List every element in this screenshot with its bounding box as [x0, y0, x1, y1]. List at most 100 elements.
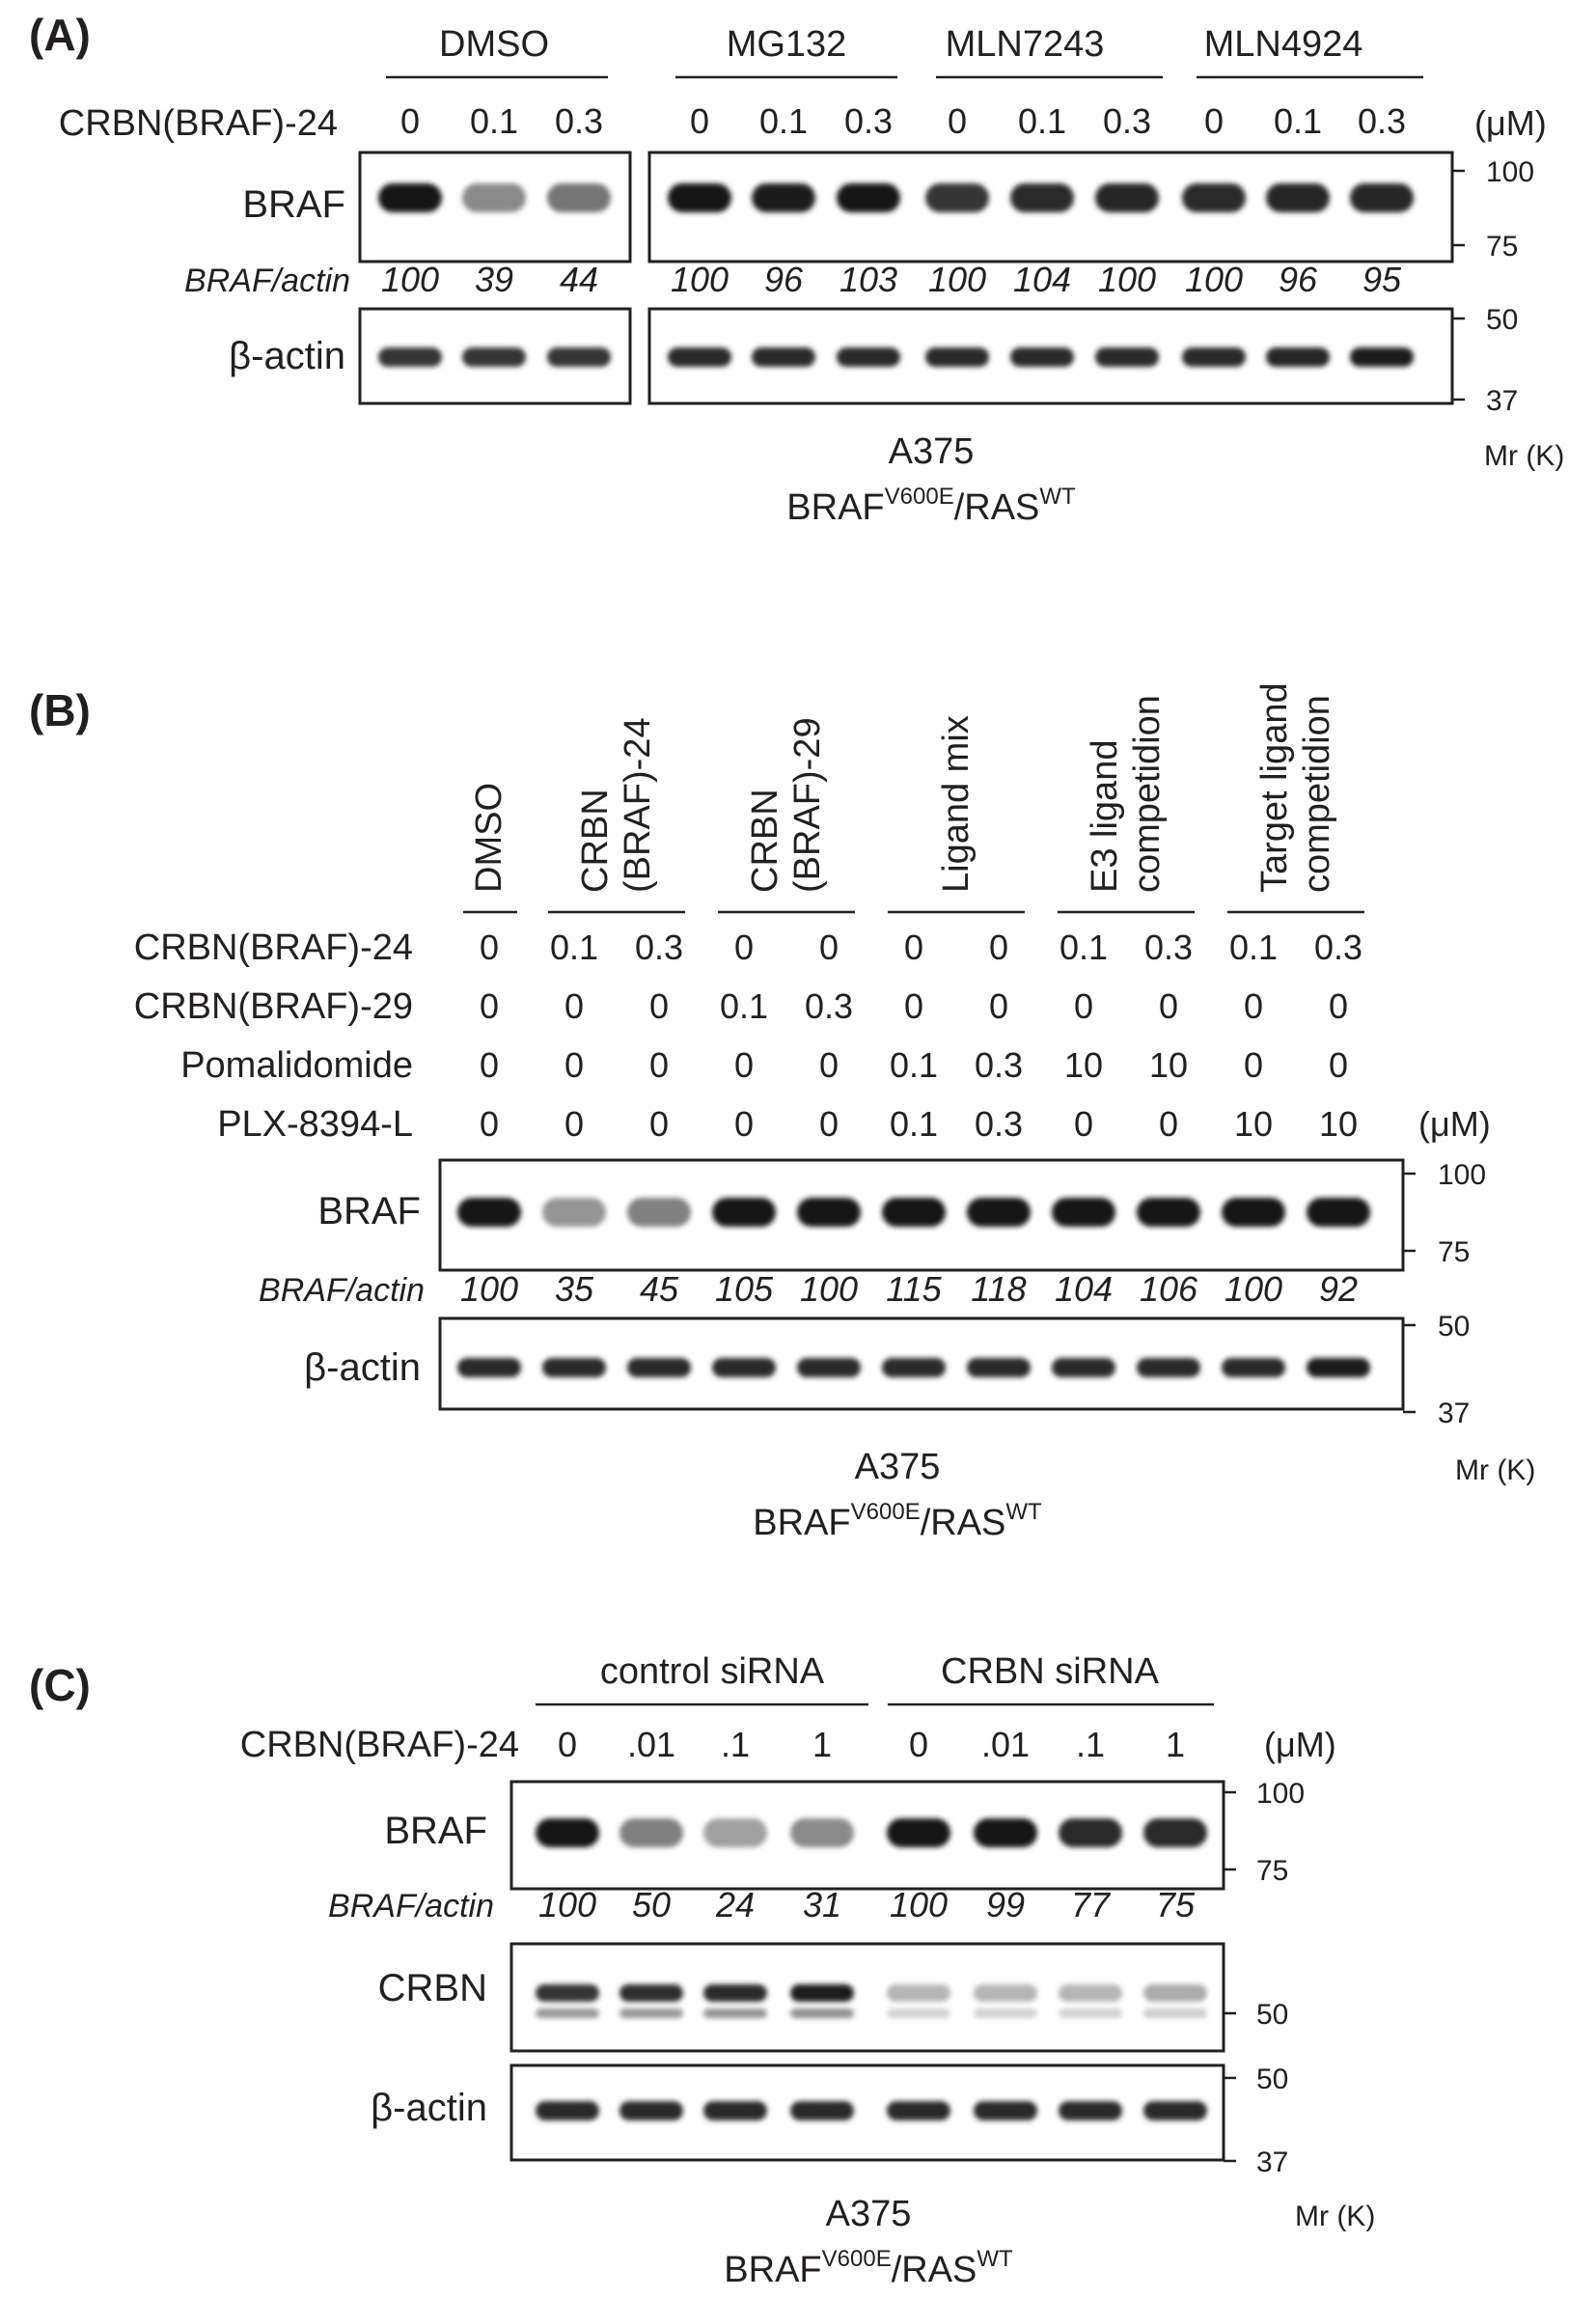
dose-value: 0.3: [975, 1104, 1023, 1144]
band: [378, 347, 442, 367]
dose-value: 1: [1166, 1725, 1185, 1764]
marker-37: 37: [1486, 385, 1518, 417]
dose-value: 0: [1204, 101, 1224, 141]
dose-value: 0: [1074, 986, 1093, 1026]
marker-50: 50: [1256, 1999, 1288, 2031]
band: [837, 183, 900, 212]
band: [619, 1984, 683, 2002]
band: [974, 1818, 1037, 1847]
band: [1052, 1358, 1115, 1377]
marker-37: 37: [1438, 1398, 1470, 1429]
group-header-text: (BRAF)-29: [787, 717, 828, 893]
band: [925, 183, 989, 212]
band-lower: [887, 2008, 950, 2018]
band: [457, 1358, 521, 1377]
ratio-value: 100: [1098, 260, 1156, 299]
band: [1182, 183, 1246, 212]
ratio-value: 77: [1071, 1885, 1112, 1924]
braf-bands: [536, 1818, 1207, 1847]
dose-value: 0.3: [555, 101, 603, 141]
band: [790, 1818, 854, 1847]
treatment-label-crbn-braf-24: CRBN(BRAF)-24: [59, 103, 338, 144]
band: [536, 1984, 599, 2002]
panel-c-label: (C): [29, 1660, 91, 1710]
dose-value: 10: [1149, 1045, 1188, 1085]
dose-value: 0.3: [1103, 101, 1151, 141]
ratio-value: 118: [971, 1269, 1026, 1309]
group-label-crbn-sirna: CRBN siRNA: [941, 1651, 1160, 1692]
dose-value: 0: [1159, 986, 1178, 1026]
dose-value: 10: [1064, 1045, 1103, 1085]
dose-value: 0.3: [1144, 928, 1193, 967]
blot-label-braf: BRAF: [242, 183, 345, 226]
band: [1137, 1198, 1200, 1227]
panel-a-label: (A): [29, 10, 91, 60]
unit-label: (μM): [1264, 1725, 1336, 1764]
dose-value: 0: [734, 1104, 754, 1144]
band: [668, 347, 731, 367]
ratio-value: 95: [1362, 260, 1402, 299]
dose-value: 0: [989, 928, 1008, 967]
ratio-value: 100: [671, 260, 729, 299]
band-lower: [703, 2008, 767, 2018]
band: [1222, 1358, 1285, 1377]
treatment-label-crbn-braf-24: CRBN(BRAF)-24: [240, 1725, 519, 1765]
band: [752, 183, 815, 212]
band: [1307, 1358, 1370, 1377]
dose-value: 0: [480, 986, 499, 1026]
genotype-label: BRAFV600E/RASWT: [753, 1499, 1042, 1543]
blot-label-braf: BRAF: [384, 1810, 487, 1852]
band: [752, 347, 815, 367]
band: [790, 2101, 854, 2120]
band: [712, 1358, 776, 1377]
ratio-label: BRAF/actin: [184, 263, 350, 299]
band: [882, 1198, 946, 1227]
group-label-mln4924: MLN4924: [1204, 24, 1363, 65]
ratio-value: 24: [715, 1885, 755, 1924]
ratio-value: 106: [1140, 1269, 1198, 1309]
dose-value: 0: [480, 1104, 499, 1144]
dose-value: 0.1: [890, 1104, 938, 1144]
band: [668, 183, 731, 212]
band: [887, 1818, 950, 1847]
dose-value: 0: [480, 1045, 499, 1085]
band: [542, 1358, 606, 1377]
dose-value: 0.3: [805, 986, 853, 1026]
ratio-value: 103: [839, 260, 897, 299]
cell-line-label: A375: [855, 1447, 941, 1487]
band-lower: [790, 2008, 854, 2018]
dose-value: .01: [627, 1725, 675, 1764]
marker-50: 50: [1256, 2063, 1288, 2095]
ratio-value: 100: [928, 260, 986, 299]
band: [536, 2101, 599, 2120]
dose-value: 0.1: [720, 986, 768, 1026]
dose-value: 0: [904, 928, 923, 967]
marker-37: 37: [1256, 2146, 1288, 2178]
band: [1307, 1198, 1370, 1227]
band: [1350, 347, 1414, 367]
dose-value: 0: [989, 986, 1008, 1026]
crbn-bands: [536, 1984, 1207, 2018]
ratio-value: 99: [986, 1885, 1025, 1924]
band: [797, 1198, 861, 1227]
band: [1010, 347, 1074, 367]
group-header-text: Target ligand: [1254, 682, 1295, 893]
band: [627, 1198, 691, 1227]
dose-value: 0: [1329, 986, 1348, 1026]
group-header-text: CRBN: [575, 789, 616, 893]
dose-value: 0: [564, 986, 584, 1026]
dose-value: 0.3: [635, 928, 683, 967]
dose-value: 0: [649, 1104, 669, 1144]
band: [703, 2101, 767, 2120]
dose-value: .01: [981, 1725, 1030, 1764]
group-header-text: competidion: [1127, 695, 1168, 893]
dose-value: 0.1: [1059, 928, 1108, 967]
band: [1095, 183, 1159, 212]
band: [887, 2101, 950, 2120]
